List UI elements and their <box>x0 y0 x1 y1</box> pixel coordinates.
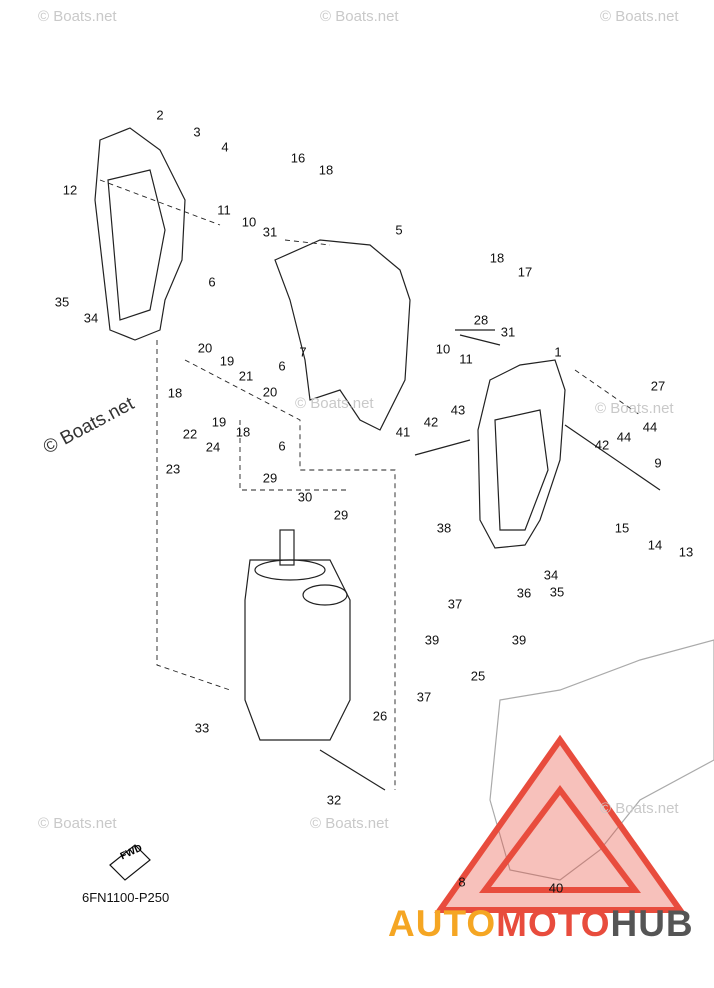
callout-6[interactable]: 6 <box>208 274 216 290</box>
callout-8[interactable]: 8 <box>458 874 466 890</box>
callout-24[interactable]: 24 <box>205 439 221 455</box>
callout-20[interactable]: 20 <box>262 384 278 400</box>
callout-36[interactable]: 36 <box>516 585 532 601</box>
watermark: © Boats.net <box>600 8 679 25</box>
logo-part-auto: AUTO <box>388 903 497 944</box>
callout-44[interactable]: 44 <box>616 429 632 445</box>
tilt-motor <box>244 559 351 741</box>
callout-27[interactable]: 27 <box>650 378 666 394</box>
lower-unit <box>489 639 714 881</box>
callout-42[interactable]: 42 <box>594 437 610 453</box>
callout-18[interactable]: 18 <box>489 250 505 266</box>
watermark: © Boats.net <box>38 815 117 832</box>
callout-19[interactable]: 19 <box>211 414 227 430</box>
callout-10[interactable]: 10 <box>435 341 451 357</box>
callout-3[interactable]: 3 <box>193 124 201 140</box>
swivel-bracket <box>274 239 411 431</box>
callout-14[interactable]: 14 <box>647 537 663 553</box>
callout-16[interactable]: 16 <box>290 150 306 166</box>
callout-15[interactable]: 15 <box>614 520 630 536</box>
callout-13[interactable]: 13 <box>678 544 694 560</box>
callout-40[interactable]: 40 <box>548 880 564 896</box>
callout-30[interactable]: 30 <box>297 489 313 505</box>
callout-6[interactable]: 6 <box>278 358 286 374</box>
callout-34[interactable]: 34 <box>543 567 559 583</box>
callout-26[interactable]: 26 <box>372 708 388 724</box>
callout-25[interactable]: 25 <box>470 668 486 684</box>
callout-11[interactable]: 11 <box>459 351 473 367</box>
watermark: © Boats.net <box>295 395 374 412</box>
callout-31[interactable]: 31 <box>262 224 278 240</box>
watermark: © Boats.net <box>320 8 399 25</box>
callout-2[interactable]: 2 <box>156 107 164 123</box>
callout-44[interactable]: 44 <box>642 419 658 435</box>
watermark: © Boats.net <box>595 400 674 417</box>
callout-20[interactable]: 20 <box>197 340 213 356</box>
callout-18[interactable]: 18 <box>167 385 183 401</box>
callout-1[interactable]: 1 <box>554 344 562 360</box>
callout-11[interactable]: 11 <box>217 202 231 218</box>
watermark: © Boats.net <box>600 800 679 817</box>
callout-18[interactable]: 18 <box>318 162 334 178</box>
callout-22[interactable]: 22 <box>182 426 198 442</box>
callout-32[interactable]: 32 <box>326 792 342 808</box>
watermark: © Boats.net <box>38 8 117 25</box>
automotohub-logo: AUTOMOTOHUB <box>388 903 694 945</box>
callout-18[interactable]: 18 <box>235 424 251 440</box>
callout-17[interactable]: 17 <box>517 264 533 280</box>
callout-21[interactable]: 21 <box>238 368 254 384</box>
logo-triangle <box>434 734 686 913</box>
callout-33[interactable]: 33 <box>194 720 210 736</box>
diagram-code: 6FN1100-P250 <box>82 890 170 905</box>
callout-43[interactable]: 43 <box>450 402 466 418</box>
callout-41[interactable]: 41 <box>395 424 411 440</box>
callout-7[interactable]: 7 <box>299 344 307 360</box>
callout-37[interactable]: 37 <box>447 596 463 612</box>
callout-19[interactable]: 19 <box>219 353 235 369</box>
callout-29[interactable]: 29 <box>262 470 278 486</box>
callout-34[interactable]: 34 <box>83 310 99 326</box>
callout-42[interactable]: 42 <box>423 414 439 430</box>
callout-39[interactable]: 39 <box>424 632 440 648</box>
callout-29[interactable]: 29 <box>333 507 349 523</box>
callout-4[interactable]: 4 <box>221 139 229 155</box>
logo-part-hub: HUB <box>610 903 694 944</box>
callout-23[interactable]: 23 <box>165 461 181 477</box>
watermark: © Boats.net <box>310 815 389 832</box>
callout-35[interactable]: 35 <box>549 584 565 600</box>
callout-35[interactable]: 35 <box>54 294 70 310</box>
callout-12[interactable]: 12 <box>62 182 78 198</box>
callout-5[interactable]: 5 <box>395 222 403 238</box>
left-clamp-bracket <box>94 127 186 341</box>
callout-28[interactable]: 28 <box>473 312 489 328</box>
right-clamp-bracket <box>477 359 566 549</box>
callout-38[interactable]: 38 <box>436 520 452 536</box>
fwd-arrow-icon <box>109 844 151 881</box>
logo-part-moto: MOTO <box>496 903 611 944</box>
callout-10[interactable]: 10 <box>241 214 257 230</box>
callout-31[interactable]: 31 <box>500 324 516 340</box>
callout-6[interactable]: 6 <box>278 438 286 454</box>
callout-37[interactable]: 37 <box>416 689 432 705</box>
callout-39[interactable]: 39 <box>511 632 527 648</box>
callout-9[interactable]: 9 <box>654 455 662 471</box>
